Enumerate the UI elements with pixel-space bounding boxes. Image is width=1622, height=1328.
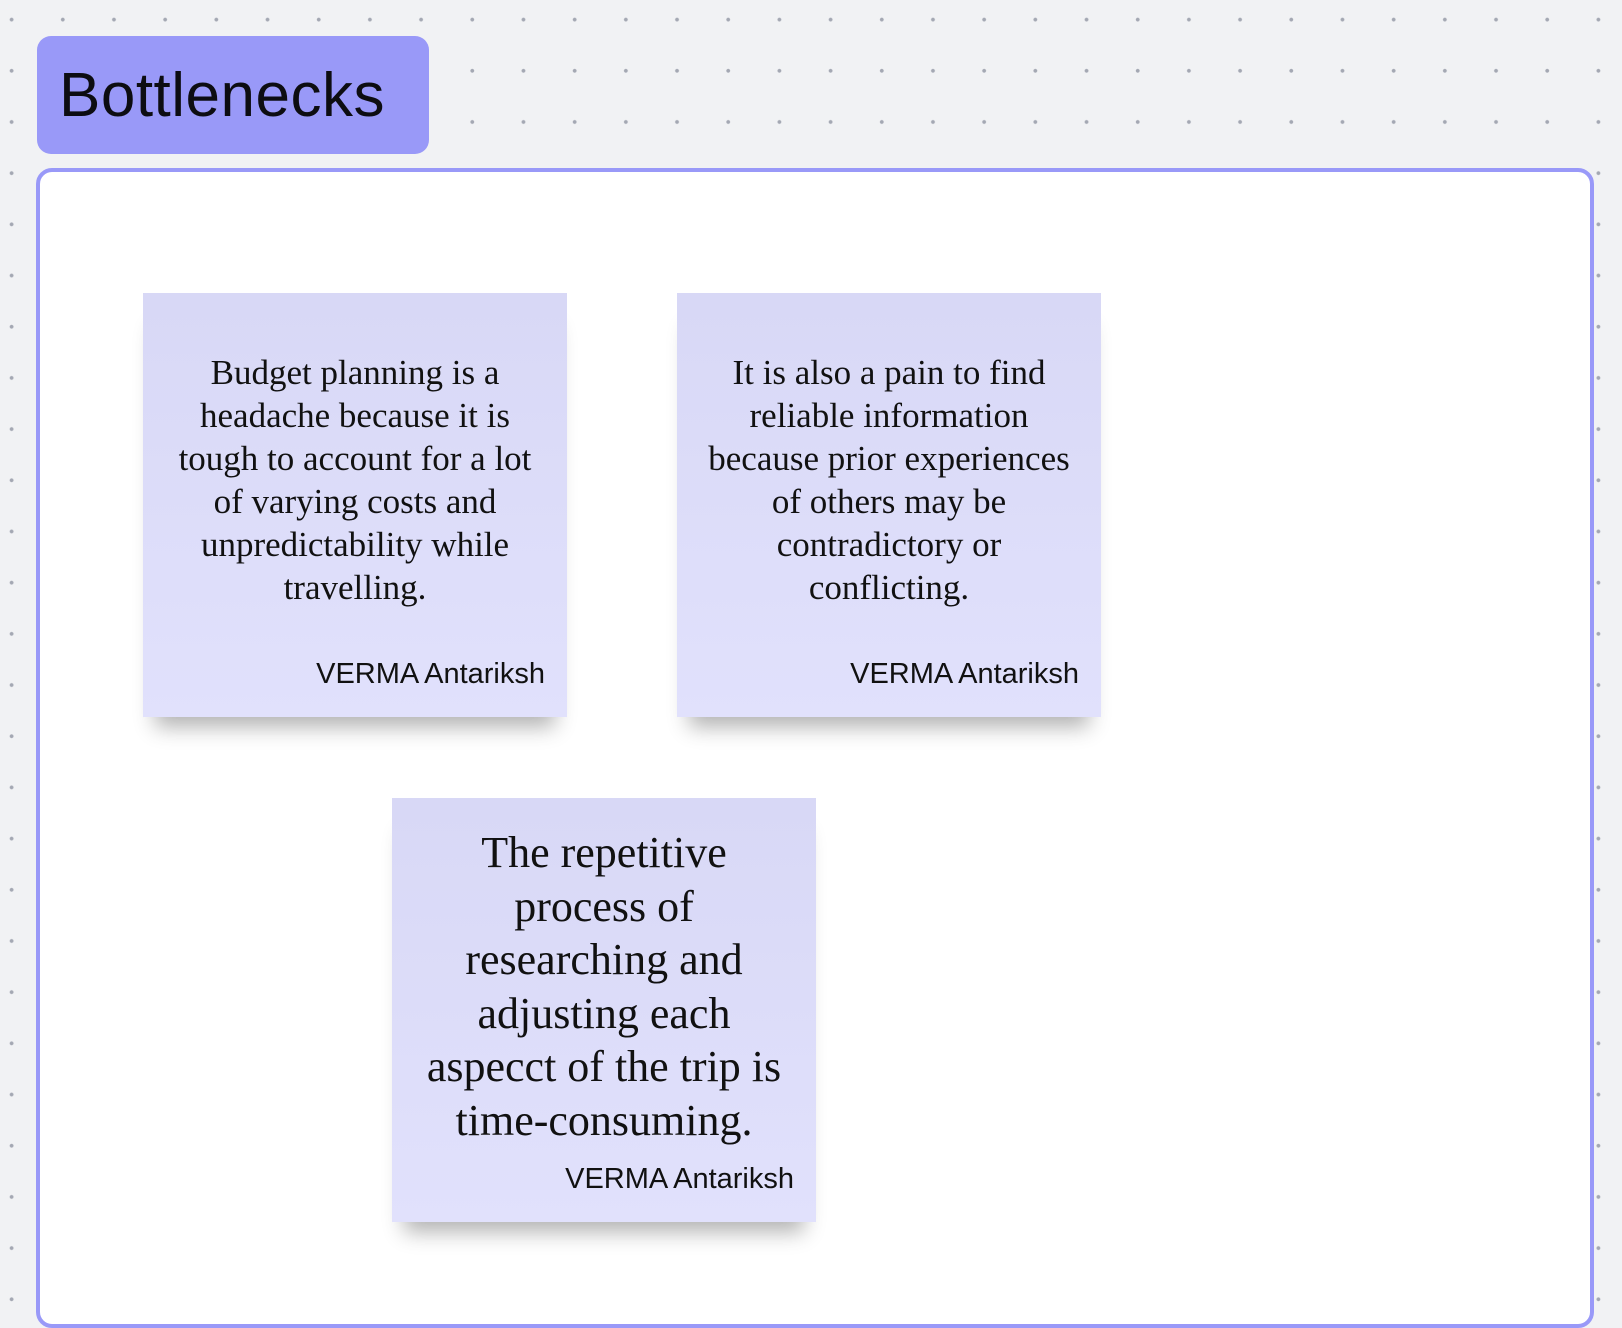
sticky-note[interactable]: It is also a pain to find reliable infor…: [677, 293, 1101, 717]
sticky-note-author: VERMA Antariksh: [565, 1163, 794, 1195]
frame-title[interactable]: Bottlenecks: [37, 36, 429, 154]
sticky-note-text: The repetitive process of researching an…: [426, 828, 782, 1145]
sticky-note-text: Budget planning is a headache because it…: [178, 353, 532, 607]
sticky-note-text: It is also a pain to find reliable infor…: [708, 353, 1070, 607]
sticky-note-author: VERMA Antariksh: [850, 658, 1079, 690]
sticky-note-author: VERMA Antariksh: [316, 658, 545, 690]
sticky-note[interactable]: Budget planning is a headache because it…: [143, 293, 567, 717]
sticky-note[interactable]: The repetitive process of researching an…: [392, 798, 816, 1222]
